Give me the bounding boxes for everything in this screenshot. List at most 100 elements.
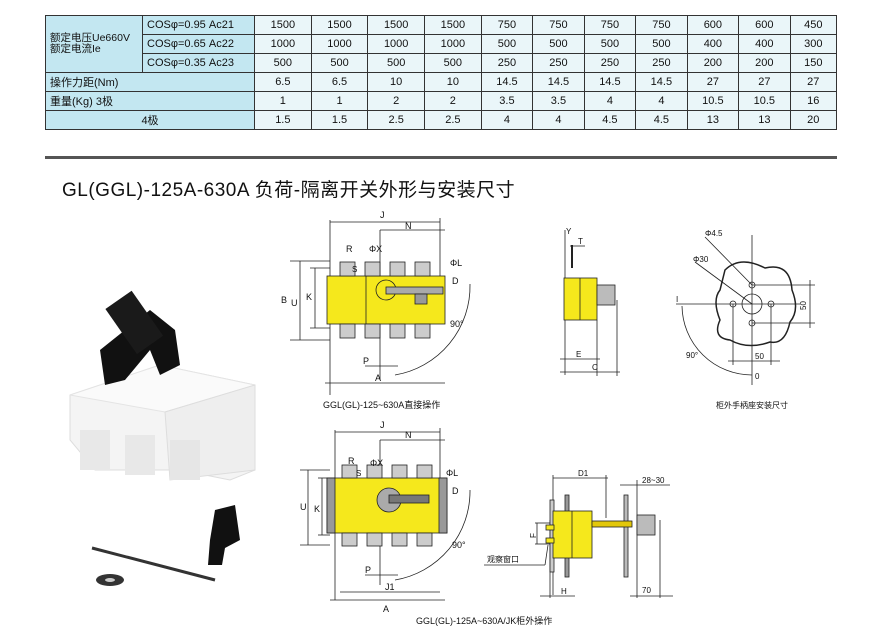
dim-c: C: [592, 363, 598, 372]
table-cell: 2: [367, 91, 426, 111]
external-operation-drawing: [300, 428, 471, 601]
table-cell: 10: [367, 72, 426, 92]
table-cell: 750: [480, 15, 534, 35]
dim-n: N: [405, 430, 412, 440]
position-one: I: [676, 295, 678, 304]
table-cell: 1: [254, 91, 312, 111]
dim-r: R: [346, 244, 353, 254]
external-handle-drawing: [484, 475, 673, 598]
table-cell: 500: [532, 34, 585, 54]
dim-d: D: [452, 276, 459, 286]
table-cell: 1500: [310, 15, 369, 35]
table-cell: 2.5: [367, 110, 426, 130]
direct-operation-drawing: [290, 218, 471, 395]
table-cell: 4.5: [583, 110, 637, 130]
dim-angle: 90°: [452, 540, 466, 550]
dim-b: B: [281, 295, 287, 305]
row-label: 重量(Kg) 3极: [45, 91, 255, 111]
dim-vertical: 50: [799, 301, 808, 310]
table-cell: 4: [532, 110, 585, 130]
caption-external-operation: GGL(GL)-125A~630A/JK柜外操作: [416, 615, 552, 626]
dim-k: K: [306, 292, 312, 302]
table-cell: 450: [789, 15, 838, 35]
table-cell: 1500: [367, 15, 426, 35]
caption-flange: 柜外手柄座安装尺寸: [716, 400, 788, 410]
dim-s: S: [356, 469, 361, 478]
table-cell: 250: [583, 53, 637, 73]
table-cell: 750: [532, 15, 585, 35]
table-cell: 13: [686, 110, 740, 130]
table-cell: 10: [424, 72, 482, 92]
table-cell: 14.5: [583, 72, 637, 92]
table-cell: 500: [367, 53, 426, 73]
row-label: COSφ=0.65 Ac22: [142, 34, 255, 54]
table-cell: 300: [789, 34, 838, 54]
table-cell: 3.5: [480, 91, 534, 111]
table-cell: 16: [789, 91, 838, 111]
dim-u: U: [291, 298, 298, 308]
table-cell: 4.5: [635, 110, 688, 130]
table-cell: 750: [583, 15, 637, 35]
table-cell: 500: [254, 53, 312, 73]
side-view-drawing: [560, 230, 620, 376]
dim-d1: D1: [578, 469, 589, 478]
dim-y: Y: [566, 227, 572, 236]
divider: [45, 156, 837, 159]
dim-j: J: [380, 210, 385, 220]
table-cell: 14.5: [532, 72, 585, 92]
dim-l: ΦL: [450, 258, 462, 268]
dim-a: A: [383, 604, 389, 614]
dim-e: E: [576, 350, 581, 359]
dim-a: A: [375, 373, 381, 383]
table-cell: 500: [583, 34, 637, 54]
table-cell: 500: [310, 53, 369, 73]
external-handle-labels: D1 28~30 F 观察窗口 H 70: [487, 469, 665, 596]
dim-x: ΦX: [369, 244, 382, 254]
dim-p: P: [363, 356, 369, 366]
dim-hole: Φ4.5: [705, 229, 723, 238]
dim-x: ΦX: [370, 458, 383, 468]
page-title: GL(GGL)-125A-630A 负荷-隔离开关外形与安装尺寸: [62, 180, 516, 201]
table-cell: 13: [738, 110, 791, 130]
table-cell: 1.5: [310, 110, 369, 130]
dim-length: 70: [642, 586, 651, 595]
table-cell: 150: [789, 53, 838, 73]
table-cell: 500: [480, 34, 534, 54]
dim-l: ΦL: [446, 468, 458, 478]
row-label: 4极: [45, 110, 255, 130]
table-cell: 600: [738, 15, 791, 35]
dim-panel-gap: 28~30: [642, 476, 665, 485]
dim-j: J: [380, 420, 385, 430]
table-cell: 400: [738, 34, 791, 54]
table-cell: 1000: [254, 34, 312, 54]
dim-s: S: [352, 265, 357, 274]
table-cell: 10.5: [686, 91, 740, 111]
side-view-labels: Y T E C: [566, 227, 598, 372]
row-label: 操作力距(Nm): [45, 72, 255, 92]
dim-angle: 90°: [686, 351, 698, 360]
dim-n: N: [405, 221, 412, 231]
table-cell: 2.5: [424, 110, 482, 130]
table-cell: 200: [686, 53, 740, 73]
direct-operation-labels: J N R ΦX S ΦL D B U K P A 90° GGL(GL)-12…: [281, 210, 464, 410]
table-cell: 27: [789, 72, 838, 92]
table-cell: 600: [686, 15, 740, 35]
table-cell: 250: [532, 53, 585, 73]
table-cell: 6.5: [254, 72, 312, 92]
table-cell: 1500: [424, 15, 482, 35]
dim-u: U: [300, 502, 307, 512]
table-cell: 1.5: [254, 110, 312, 130]
table-cell: 20: [789, 110, 838, 130]
dim-horizontal: 50: [755, 352, 764, 361]
caption-direct-operation: GGL(GL)-125~630A直接操作: [323, 399, 440, 410]
table-cell: 250: [480, 53, 534, 73]
table-cell: 4: [583, 91, 637, 111]
